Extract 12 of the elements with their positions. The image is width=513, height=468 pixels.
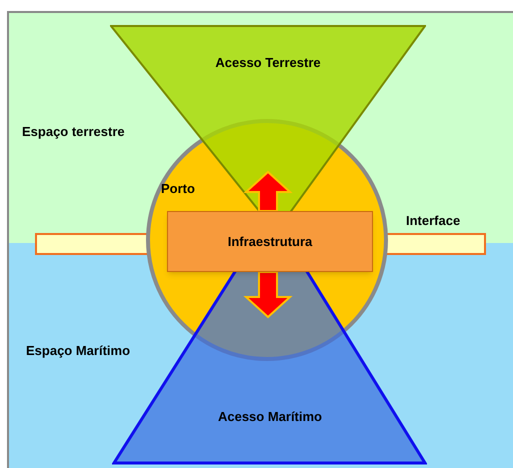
label-text: Espaço Marítimo [26,343,132,360]
block-arrow [243,170,293,212]
block-arrow [243,271,293,318]
interface-bar [385,233,486,255]
interface-bar [35,233,150,255]
label-text: Interface [406,213,460,230]
infrastructure-box [167,211,373,272]
label-text: Acesso Terrestre [214,55,322,72]
label-text: Acesso Marítimo [216,409,324,426]
box-label: Infraestrutura [228,232,312,251]
label-text: Espaço terrestre [22,124,126,140]
label-text: Porto [161,181,196,198]
